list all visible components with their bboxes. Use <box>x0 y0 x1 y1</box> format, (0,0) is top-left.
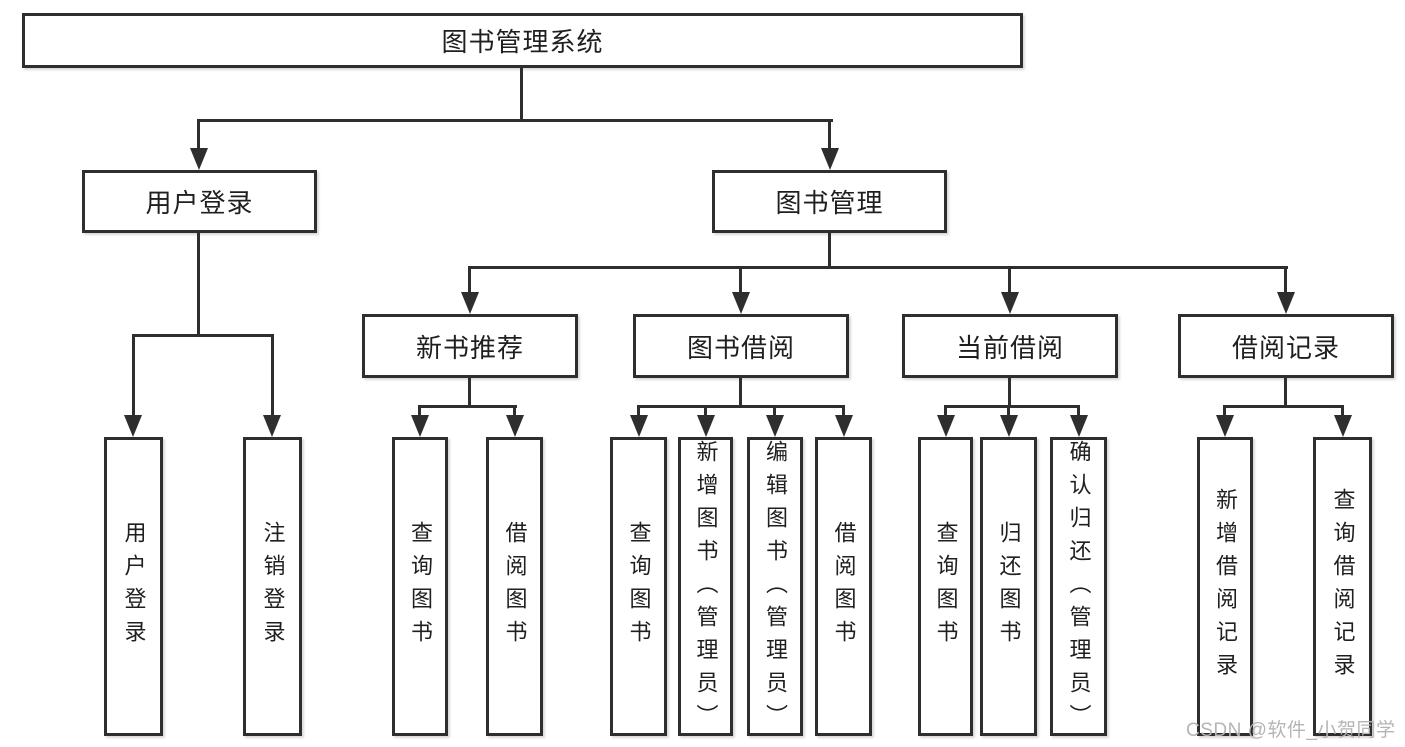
connector-to-leaf-query-books-current <box>944 405 947 417</box>
node-current-borrow: 当前借阅 <box>902 314 1118 378</box>
connector-to-current-borrow <box>1008 266 1011 293</box>
connector-new-book-stem <box>468 376 471 407</box>
node-borrow-record-label: 借阅记录 <box>1231 332 1340 363</box>
arrow-down-icon-leaf-confirm-return-admin <box>1070 415 1088 437</box>
arrow-down-icon-book-management <box>821 148 839 170</box>
leaf-edit-books-admin: 编辑图书（管理员） <box>747 437 803 737</box>
leaf-borrow-books-label: 借阅图书 <box>831 520 857 653</box>
connector-current-borrow-branch <box>944 405 1080 408</box>
leaf-query-books-newbook-label: 查询图书 <box>408 520 433 653</box>
connector-current-borrow-stem <box>1008 376 1011 407</box>
connector-to-leaf-borrow-books <box>842 405 845 417</box>
connector-to-leaf-query-books-newbook <box>418 405 421 417</box>
arrow-down-icon-leaf-edit-books-admin <box>766 415 784 437</box>
leaf-user-login-label: 用户登录 <box>121 520 147 653</box>
connector-to-leaf-query-borrow-record <box>1341 405 1344 417</box>
node-user-login: 用户登录 <box>82 170 317 233</box>
leaf-query-books-newbook: 查询图书 <box>392 437 448 736</box>
arrow-down-icon-new-book <box>461 292 479 314</box>
leaf-logout-login: 注销登录 <box>243 437 302 736</box>
connector-to-book-borrow <box>739 266 742 293</box>
arrow-down-icon-user-login <box>190 148 208 170</box>
node-book-management: 图书管理 <box>712 170 947 233</box>
connector-level2-branch <box>197 119 833 122</box>
connector-book-borrow-stem <box>739 376 742 407</box>
leaf-query-books-current-label: 查询图书 <box>933 520 959 653</box>
connector-to-new-book <box>468 266 471 293</box>
connector-to-leaf-logout <box>271 334 274 416</box>
connector-to-leaf-confirm-return-admin <box>1077 405 1080 417</box>
connector-to-user-login <box>197 119 200 149</box>
connector-to-leaf-add-books-admin <box>704 405 707 417</box>
connector-borrow-record-stem <box>1284 376 1287 407</box>
leaf-return-books-label: 归还图书 <box>996 520 1022 653</box>
leaf-edit-books-admin-label: 编辑图书（管理员） <box>763 440 788 737</box>
connector-to-borrow-record <box>1284 266 1287 293</box>
connector-book-management-stem <box>828 231 831 269</box>
arrow-down-icon-leaf-borrow-books-newbook <box>506 415 524 437</box>
leaf-confirm-return-admin-label: 确认归还（管理员） <box>1066 440 1092 737</box>
leaf-add-borrow-record: 新增借阅记录 <box>1197 437 1253 736</box>
connector-to-leaf-return-books <box>1007 405 1010 417</box>
leaf-borrow-books-newbook-label: 借阅图书 <box>502 520 528 653</box>
leaf-add-books-admin-label: 新增图书（管理员） <box>693 440 719 737</box>
leaf-user-login: 用户登录 <box>104 437 163 736</box>
arrow-down-icon-leaf-query-books-newbook <box>411 415 429 437</box>
node-current-borrow-label: 当前借阅 <box>955 332 1064 363</box>
connector-to-leaf-query-books-borrow <box>637 405 640 417</box>
arrow-down-icon-leaf-borrow-books <box>835 415 853 437</box>
node-borrow-record: 借阅记录 <box>1178 314 1394 378</box>
leaf-confirm-return-admin: 确认归还（管理员） <box>1050 437 1107 737</box>
connector-borrow-record-branch <box>1223 405 1344 408</box>
connector-to-leaf-user-login <box>132 334 135 416</box>
arrow-down-icon-leaf-logout <box>263 415 281 437</box>
node-user-login-label: 用户登录 <box>145 188 254 218</box>
arrow-down-icon-current-borrow <box>1001 292 1019 314</box>
arrow-down-icon-leaf-query-books-borrow <box>630 415 648 437</box>
leaf-borrow-books-newbook: 借阅图书 <box>486 437 543 736</box>
node-book-management-label: 图书管理 <box>775 188 884 218</box>
leaf-query-borrow-record-label: 查询借阅记录 <box>1330 487 1356 686</box>
connector-book-borrow-branch <box>637 405 845 408</box>
arrow-down-icon-book-borrow <box>732 292 750 314</box>
node-book-borrow: 图书借阅 <box>633 314 849 378</box>
connector-user-login-stem <box>197 231 200 336</box>
node-root: 图书管理系统 <box>22 13 1023 68</box>
leaf-query-books-borrow: 查询图书 <box>610 437 667 736</box>
connector-new-book-branch <box>418 405 517 408</box>
connector-user-login-branch <box>132 334 274 337</box>
connector-to-leaf-borrow-books-newbook <box>513 405 516 417</box>
node-book-borrow-label: 图书借阅 <box>686 332 795 363</box>
watermark: CSDN @软件_小贺同学 <box>1186 720 1396 741</box>
arrow-down-icon-leaf-add-borrow-record <box>1216 415 1234 437</box>
arrow-down-icon-leaf-query-books-current <box>937 415 955 437</box>
connector-level3-branch <box>468 266 1288 269</box>
arrow-down-icon-leaf-query-borrow-record <box>1334 415 1352 437</box>
leaf-query-borrow-record: 查询借阅记录 <box>1313 437 1372 736</box>
node-new-book-label: 新书推荐 <box>415 332 524 363</box>
arrow-down-icon-leaf-user-login <box>124 415 142 437</box>
leaf-add-borrow-record-label: 新增借阅记录 <box>1213 487 1238 686</box>
leaf-return-books: 归还图书 <box>980 437 1037 736</box>
arrow-down-icon-leaf-add-books-admin <box>697 415 715 437</box>
leaf-query-books-current: 查询图书 <box>918 437 973 736</box>
connector-to-leaf-add-borrow-record <box>1223 405 1226 417</box>
node-root-label: 图书管理系统 <box>441 27 604 57</box>
connector-to-book-management <box>828 119 831 149</box>
arrow-down-icon-borrow-record <box>1277 292 1295 314</box>
connector-root-stem <box>520 66 523 121</box>
leaf-borrow-books: 借阅图书 <box>815 437 872 736</box>
leaf-logout-login-label: 注销登录 <box>260 520 286 653</box>
node-new-book-recommend: 新书推荐 <box>362 314 578 378</box>
connector-to-leaf-edit-books-admin <box>773 405 776 417</box>
leaf-add-books-admin: 新增图书（管理员） <box>678 437 733 737</box>
arrow-down-icon-leaf-return-books <box>1000 415 1018 437</box>
leaf-query-books-borrow-label: 查询图书 <box>626 520 652 653</box>
